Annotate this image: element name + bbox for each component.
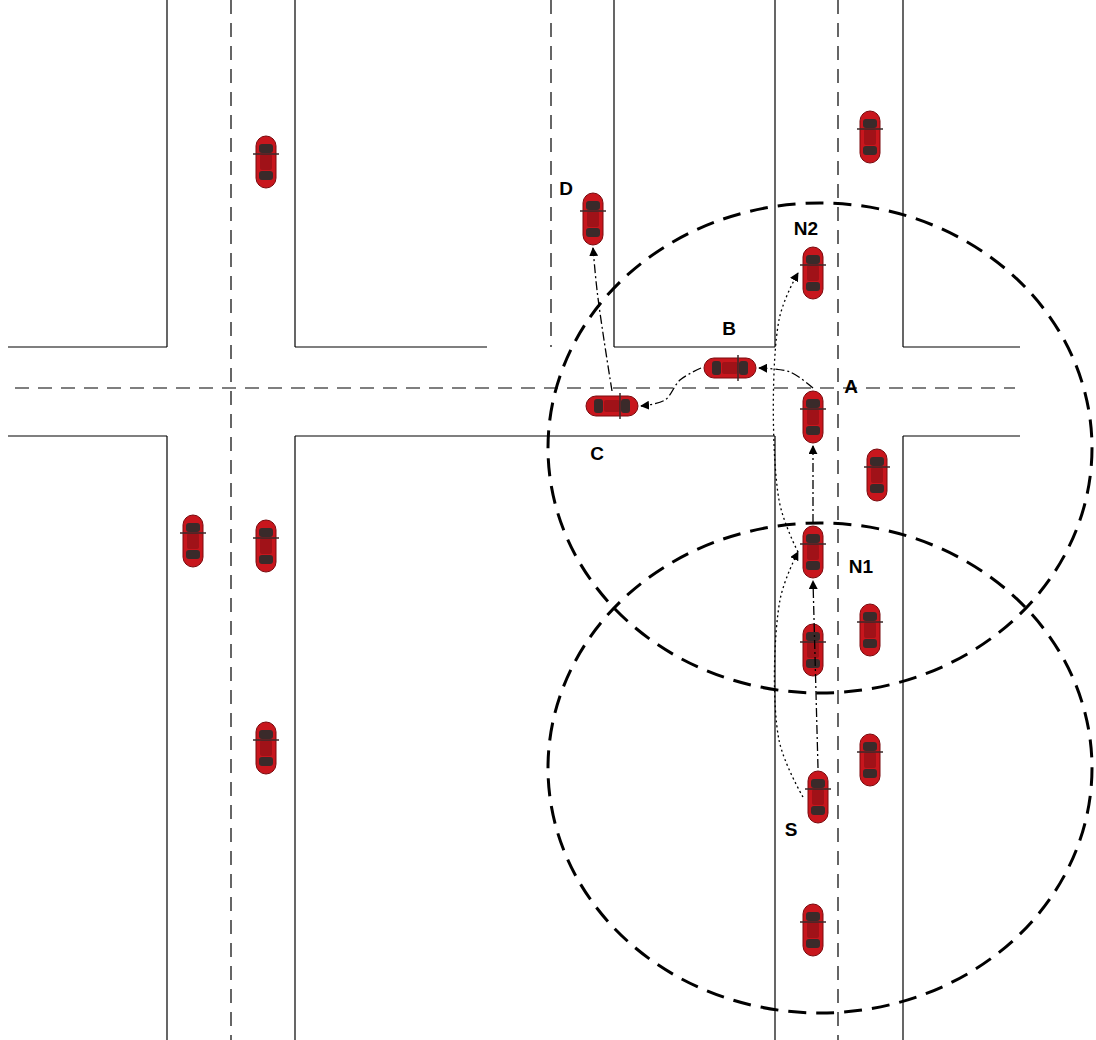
car-shape bbox=[800, 246, 826, 300]
route-arrow bbox=[759, 368, 813, 388]
other-cars bbox=[180, 111, 890, 956]
vehicle-node: D bbox=[580, 192, 606, 246]
lane-markings bbox=[15, 0, 1015, 1040]
car-shape bbox=[585, 393, 639, 419]
vehicle-node: C bbox=[585, 393, 639, 419]
route-arrow bbox=[773, 273, 798, 552]
car-shape bbox=[800, 390, 826, 444]
route-arrow bbox=[813, 581, 818, 768]
route-arrow bbox=[812, 446, 813, 523]
vehicle-label: S bbox=[785, 820, 798, 839]
vehicle-node: S bbox=[805, 770, 831, 824]
vehicle-node: B bbox=[703, 355, 757, 381]
route-arrow bbox=[593, 248, 612, 391]
car-shape bbox=[800, 525, 826, 579]
vehicle-node: N2 bbox=[800, 246, 826, 300]
car-shape bbox=[805, 770, 831, 824]
vehicle-label: B bbox=[722, 319, 736, 338]
transmission-range bbox=[548, 203, 1092, 1013]
vehicle-node: A bbox=[800, 390, 826, 444]
vehicle-label: A bbox=[844, 377, 858, 396]
route-arrow bbox=[641, 368, 701, 406]
vehicle-label: C bbox=[590, 444, 604, 463]
vehicle-label: N2 bbox=[794, 219, 818, 238]
vehicle-label: N1 bbox=[849, 557, 873, 576]
vehicle-label: D bbox=[559, 179, 573, 198]
vehicle-node: N1 bbox=[800, 525, 826, 579]
car-shape bbox=[703, 355, 757, 381]
route-arrow bbox=[774, 552, 803, 797]
road-edges bbox=[8, 0, 1020, 1040]
car-shape bbox=[580, 192, 606, 246]
